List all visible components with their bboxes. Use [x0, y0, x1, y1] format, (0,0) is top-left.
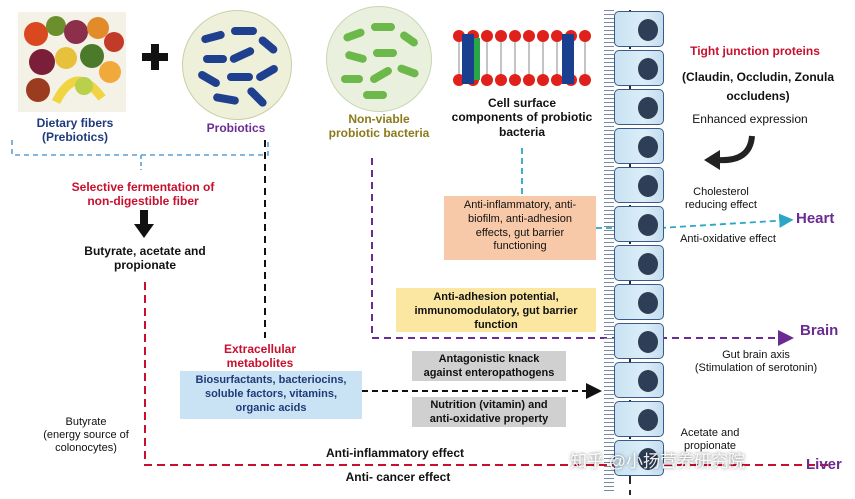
- down-arrow-icon: [134, 210, 154, 238]
- anti-oxidative-label: Anti-oxidative effect: [680, 233, 776, 245]
- epithelial-cell: [614, 50, 664, 86]
- tight-junction-title: Tight junction proteins: [690, 44, 820, 58]
- brain-label: Brain: [800, 322, 839, 339]
- microvilli: [604, 10, 614, 494]
- epithelial-cell: [614, 89, 664, 125]
- anti-cancer-effect: Anti- cancer effect: [345, 470, 451, 484]
- plus-icon: [142, 44, 168, 70]
- epithelial-cell: [614, 245, 664, 281]
- gut-brain-label: Gut brain axis(Stimulation of serotonin): [694, 349, 818, 375]
- epithelial-cell: [614, 11, 664, 47]
- non-viable-rods-icon: [326, 6, 432, 112]
- epithelial-cell: [614, 128, 664, 164]
- epithelial-cell: [614, 440, 664, 476]
- metabolites-box: Biosurfactants, bacteriocins,soluble fac…: [180, 371, 362, 419]
- epithelial-cell: [614, 284, 664, 320]
- membrane-icon: [452, 28, 592, 88]
- heart-label: Heart: [796, 210, 835, 227]
- heart-arrow: [659, 213, 794, 229]
- enhanced-expression: Enhanced expression: [692, 112, 808, 126]
- anti-adhesion-box: Anti-adhesion potential,immunomodulatory…: [396, 288, 596, 332]
- probiotic-rods-icon: [182, 10, 292, 120]
- epithelial-cell: [614, 401, 664, 437]
- anti-inflammatory-box: Anti-inflammatory, anti-biofilm, anti-ad…: [444, 196, 596, 260]
- epithelial-cell: [614, 323, 664, 359]
- epithelial-cell: [614, 362, 664, 398]
- dietary-fibers-label: Dietary fibers(Prebiotics): [36, 116, 114, 145]
- probiotics-label: Probiotics: [206, 121, 266, 135]
- watermark: 知乎 @小扬营养研究院: [570, 452, 745, 471]
- fruit-veg-image: [18, 12, 126, 112]
- curved-arrow-icon: [700, 132, 760, 172]
- liver-label: Liver: [806, 456, 842, 473]
- epithelial-cell: [614, 167, 664, 203]
- epithelial-cell: [614, 206, 664, 242]
- anti-cancer-line: [144, 282, 830, 466]
- anti-inflammatory-effect: Anti-inflammatory effect: [325, 446, 465, 460]
